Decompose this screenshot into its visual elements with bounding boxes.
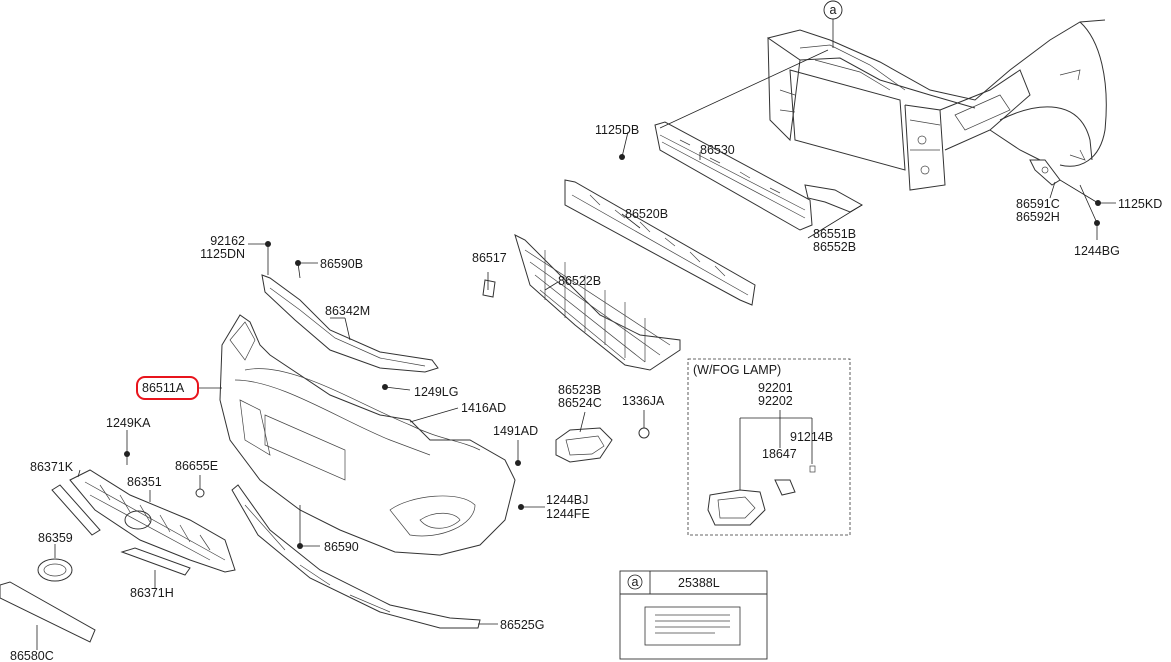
highlight-86511A (136, 376, 199, 400)
label-86511A: 86511A (142, 381, 185, 395)
radiator-support-frame (767, 19, 1106, 191)
label-1244BG: 1244BG (1074, 244, 1120, 258)
part-labels: 92162 1125DN 86590B 86342M 86517 86522B … (10, 123, 1162, 662)
label-92162: 92162 (210, 234, 245, 248)
reference-marker-a: a (823, 0, 843, 48)
molding-86371H (120, 547, 191, 576)
label-86580C: 86580C (10, 649, 54, 662)
bracket-86551B (804, 184, 864, 213)
label-18647: 18647 (762, 447, 797, 461)
label-86371K: 86371K (30, 460, 74, 474)
label-1249LG: 1249LG (414, 385, 458, 399)
label-86591C: 86591C (1016, 197, 1060, 211)
label-1125KD: 1125KD (1118, 197, 1162, 211)
label-86522B: 86522B (558, 274, 601, 288)
label-86590: 86590 (324, 540, 359, 554)
bracket-86591C (1029, 159, 1061, 186)
label-1125DN: 1125DN (200, 247, 245, 261)
label-86552B: 86552B (813, 240, 856, 254)
front-bumper-cover-86511A (219, 314, 516, 556)
label-1125DB: 1125DB (595, 123, 639, 137)
label-86517: 86517 (472, 251, 507, 265)
lower-lip-86525G (231, 484, 481, 629)
label-86359: 86359 (38, 531, 73, 545)
label-86520B: 86520B (625, 207, 668, 221)
clip-86517 (482, 279, 496, 298)
legend-a-label: a (632, 575, 639, 589)
label-1249KA: 1249KA (106, 416, 151, 430)
molding-86371K (51, 484, 101, 536)
legend-box (619, 570, 768, 660)
license-plate-bracket-86580C (0, 581, 96, 643)
label-86342M: 86342M (325, 304, 370, 318)
label-92201: 92201 (758, 381, 793, 395)
grille-emblem-center (124, 510, 152, 530)
fender-outline (999, 21, 1107, 167)
emblem-86359 (37, 558, 73, 582)
label-86523B: 86523B (558, 383, 601, 397)
fog-lamp-cover-86523B (555, 427, 613, 463)
fog-lamp-inset (687, 358, 851, 536)
upper-reinforcement-86342M (261, 274, 439, 373)
fastener-86655E (195, 488, 205, 498)
label-1416AD: 1416AD (461, 401, 506, 415)
fog-lamp-header: (W/FOG LAMP) (693, 363, 781, 377)
label-92202: 92202 (758, 394, 793, 408)
legend-part-label: 25388L (678, 576, 720, 590)
leader-lines (36, 49, 1116, 650)
label-86592H: 86592H (1016, 210, 1060, 224)
label-86524C: 86524C (558, 396, 602, 410)
label-1336JA: 1336JA (622, 394, 665, 408)
reference-marker-a-label: a (830, 3, 837, 17)
label-86551B: 86551B (813, 227, 856, 241)
label-86530: 86530 (700, 143, 735, 157)
lower-grille-86522B (514, 234, 681, 371)
label-91214B: 91214B (790, 430, 833, 444)
label-86590B: 86590B (320, 257, 363, 271)
energy-absorber-86520B (564, 179, 756, 306)
label-1244FE: 1244FE (546, 507, 590, 521)
label-86655E: 86655E (175, 459, 218, 473)
screws (124, 154, 1101, 549)
bumper-beam-86530 (654, 121, 813, 231)
label-86371H: 86371H (130, 586, 174, 600)
label-1244BJ: 1244BJ (546, 493, 588, 507)
clip-1336JA (638, 427, 650, 439)
label-86525G: 86525G (500, 618, 544, 632)
label-1491AD: 1491AD (493, 424, 538, 438)
radiator-grille-86351 (69, 469, 236, 573)
label-86351: 86351 (127, 475, 162, 489)
